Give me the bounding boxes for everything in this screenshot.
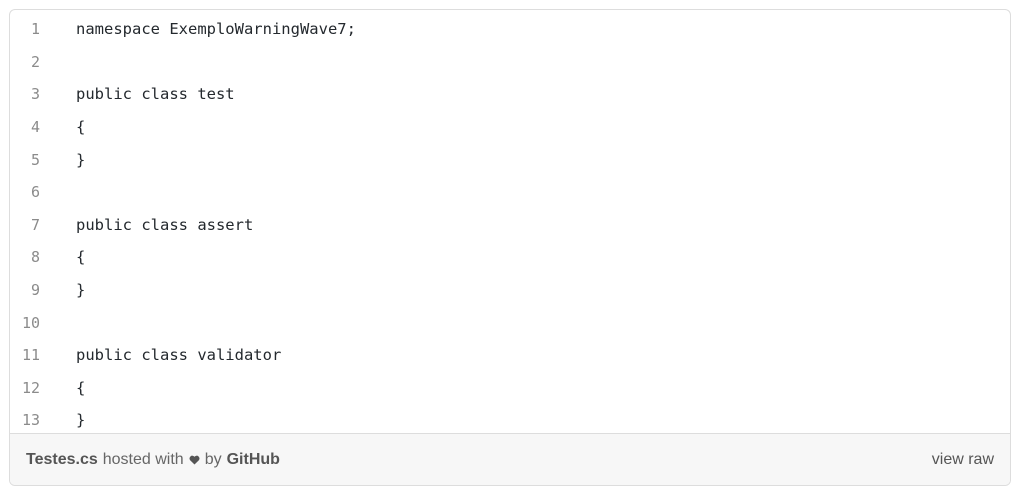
line-content: { [76,378,86,397]
code-line: 4{ [10,111,1010,144]
code-line: 2 [10,46,1010,79]
line-number: 3 [30,85,40,104]
line-content: public class test [76,85,235,104]
code-line: 8{ [10,241,1010,274]
view-raw-link[interactable]: view raw [931,450,994,468]
line-number: 6 [30,183,40,202]
github-link[interactable]: GitHub [226,450,280,468]
filename-link[interactable]: Testes.cs [26,450,98,468]
code-line: 12 { [10,372,1010,405]
line-number: 13 [21,411,40,430]
line-content: { [76,118,86,137]
code-line: 1 namespace ExemploWarningWave7; [10,13,1010,46]
line-number: 7 [30,215,40,234]
line-content: } [76,281,86,300]
line-number: 12 [21,378,40,397]
line-content: } [76,150,86,169]
line-content: { [76,248,86,267]
code-line: 10 [10,306,1010,339]
by-text: by [204,450,222,468]
code-line: 11 public class validator [10,339,1010,372]
line-content: namespace ExemploWarningWave7; [76,20,356,39]
code-line: 9} [10,274,1010,307]
gist-footer: Testes.cs hosted with by GitHub view raw [10,433,1010,485]
line-content: public class assert [76,215,254,234]
line-content: } [76,411,86,430]
line-number: 11 [21,346,40,365]
line-number: 4 [30,118,40,137]
gist-embed: 1 namespace ExemploWarningWave7; 2 3 public … [9,9,1011,486]
code-line: 5} [10,143,1010,176]
code-line: 7 public class assert [10,209,1010,242]
hosted-with-text: hosted with [102,450,184,468]
heart-icon [189,455,200,465]
line-number: 1 [30,20,40,39]
line-number: 2 [30,52,40,71]
code-block: 1 namespace ExemploWarningWave7; 2 3 public … [10,10,1010,437]
line-number: 10 [21,313,40,332]
line-number: 9 [30,281,40,300]
code-line: 13} [10,404,1010,437]
code-line: 6 [10,176,1010,209]
line-content: public class validator [76,346,282,365]
code-line: 3 public class test [10,78,1010,111]
line-number: 5 [30,150,40,169]
line-number: 8 [30,248,40,267]
gist-meta: Testes.cs hosted with by GitHub [26,451,280,469]
